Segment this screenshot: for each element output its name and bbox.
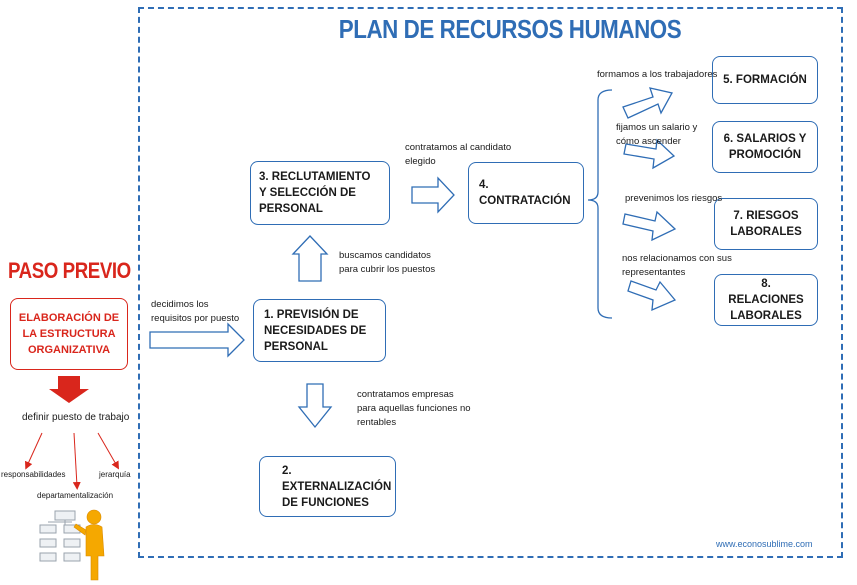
arrow-to-reclutamiento [291,235,329,282]
note-riesgos: prevenimos los riesgos [625,193,723,204]
red-down-arrow [49,376,89,403]
box-contratacion: 4. CONTRATACIÓN [468,162,584,224]
arrow-to-salarios [623,138,676,170]
note-empresas: contratamos empresas para aquellas funci… [357,389,471,428]
note-salario: fijamos un salario y cómo ascender [616,122,698,147]
note-formamos: formamos a los trabajadores [597,69,718,80]
box-relaciones: 8. RELACIONES LABORALES [714,274,818,326]
org-chart-icon [39,510,81,562]
label-responsabilidades: responsabilidades [1,470,66,479]
label-jerarquia: jerarquía [99,470,131,479]
note-requisitos: decidimos los requisitos por puesto [151,299,240,324]
plan-frame [138,7,843,558]
note-candidatos: buscamos candidatos para cubrir los pues… [339,250,436,275]
box-estructura-organizativa: ELABORACIÓN DE LA ESTRUCTURA ORGANIZATIV… [10,298,128,370]
arrow-to-prevision [149,322,245,358]
box-externalizacion: 2. EXTERNALIZACIÓN DE FUNCIONES [259,456,396,517]
box-formacion: 5. FORMACIÓN [712,56,818,104]
box-prevision: 1. PREVISIÓN DE NECESIDADES DE PERSONAL [253,299,386,362]
note-representantes: nos relacionamos con sus representantes [622,253,732,278]
diagram-title: PLAN DE RECURSOS HUMANOS [338,14,682,44]
arrow-to-externalizacion [297,383,333,429]
arrow-to-relaciones [627,280,677,312]
arrow-to-riesgos [622,210,677,242]
fan-bracket [587,89,613,319]
box-salarios: 6. SALARIOS Y PROMOCIÓN [712,121,818,173]
note-candidato-elegido: contratamos al candidato elegido [405,142,512,167]
arrow-to-formacion [622,87,673,119]
person-figure-icon [73,509,105,581]
box-reclutamiento: 3. RECLUTAMIENTO Y SELECCIÓN DE PERSONAL [250,161,390,225]
arrow-to-contratacion [411,176,455,214]
label-departamentalizacion: departamentalización [37,491,114,500]
label-definir-puesto: definir puesto de trabajo [22,412,130,423]
box-riesgos: 7. RIESGOS LABORALES [714,198,818,250]
credit-url[interactable]: www.econosublime.com [716,539,813,549]
paso-previo-heading: PASO PREVIO [8,258,131,283]
